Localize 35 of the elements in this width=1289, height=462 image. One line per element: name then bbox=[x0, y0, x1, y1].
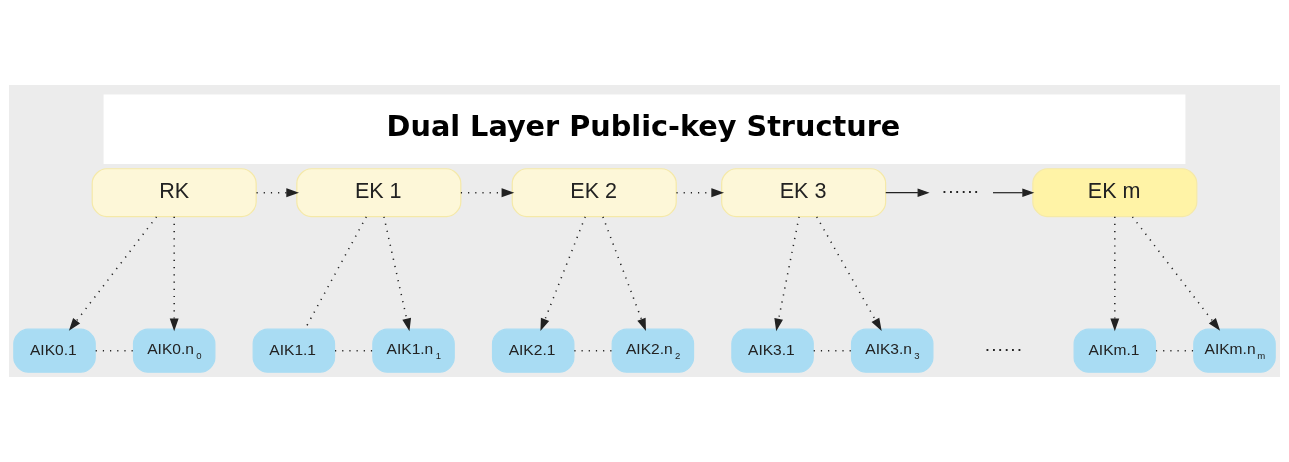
arrow bbox=[885, 188, 930, 197]
node-box: AIKm.n$_{m}$ bbox=[1193, 328, 1276, 373]
arrow bbox=[1110, 216, 1120, 332]
node-box: AIK2.n$_{2}$ bbox=[611, 328, 695, 373]
connector bbox=[334, 349, 374, 352]
connector bbox=[94, 349, 135, 352]
arrow bbox=[675, 188, 725, 198]
node-box: AIKm.1 bbox=[1073, 328, 1157, 373]
node-box: AIK1.1 bbox=[252, 328, 336, 373]
arrow bbox=[68, 216, 158, 331]
node-box: AIK3.1 bbox=[731, 328, 814, 373]
arrow bbox=[460, 188, 515, 198]
arrow bbox=[815, 216, 882, 331]
node-text: ······ bbox=[941, 180, 980, 202]
arrow bbox=[255, 188, 299, 198]
node-box: EK 3 bbox=[721, 168, 887, 218]
arrow bbox=[992, 188, 1035, 197]
arrow bbox=[602, 216, 646, 332]
arrow bbox=[1131, 216, 1221, 331]
diagram-title: Dual Layer Public-key Structure bbox=[386, 108, 901, 143]
connector bbox=[573, 349, 613, 352]
node-box: EK 2 bbox=[511, 168, 677, 218]
node-box: RK bbox=[91, 168, 257, 218]
arrow bbox=[383, 216, 412, 332]
node-box: EK m bbox=[1032, 168, 1198, 218]
node-box: AIK2.1 bbox=[491, 328, 575, 373]
node-box: AIK0.1 bbox=[13, 328, 96, 373]
node-box: AIK0.n$_{0}$ bbox=[132, 328, 216, 373]
label: ······ bbox=[984, 338, 1023, 360]
node-box: AIK1.n$_{1}$ bbox=[372, 328, 455, 373]
node-box: EK 1 bbox=[296, 168, 462, 218]
arrow bbox=[774, 216, 800, 332]
arrow bbox=[169, 216, 179, 332]
arrow bbox=[540, 216, 586, 332]
node-box: AIK3.n$_{3}$ bbox=[850, 328, 934, 373]
